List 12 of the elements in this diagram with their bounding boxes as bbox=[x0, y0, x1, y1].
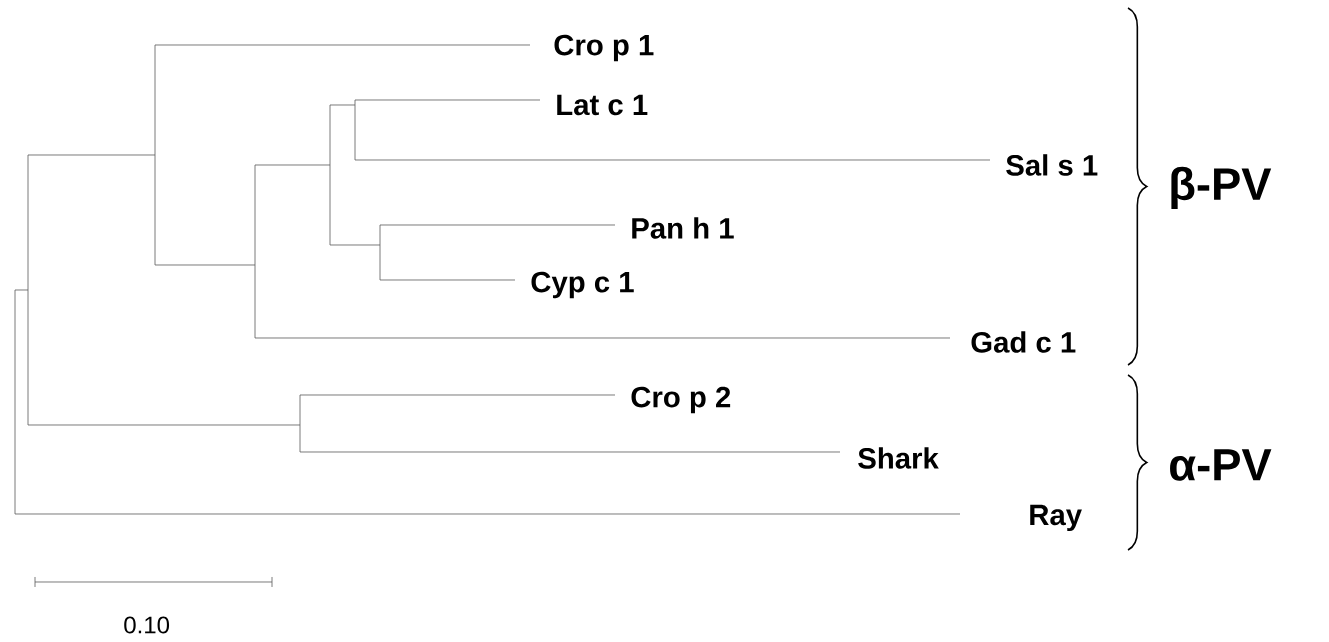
leaf-label: Ray bbox=[1030, 504, 1082, 532]
group-label: β-PV bbox=[1171, 166, 1272, 210]
leaf-label: Cyp c 1 bbox=[531, 271, 634, 299]
group-label: α-PV bbox=[1170, 449, 1272, 481]
leaf-label: Cro p 2 bbox=[631, 386, 731, 414]
leaf-label: Shark bbox=[858, 447, 939, 469]
leaf-label: Lat c 1 bbox=[557, 94, 648, 116]
leaf-label: Cro p 1 bbox=[554, 34, 654, 62]
leaf-label: Pan h 1 bbox=[632, 217, 734, 239]
leaf-label: Sal s 1 bbox=[1006, 154, 1098, 176]
leaf-label: Gad c 1 bbox=[971, 331, 1076, 353]
scale-label: 0.10 bbox=[124, 616, 170, 634]
